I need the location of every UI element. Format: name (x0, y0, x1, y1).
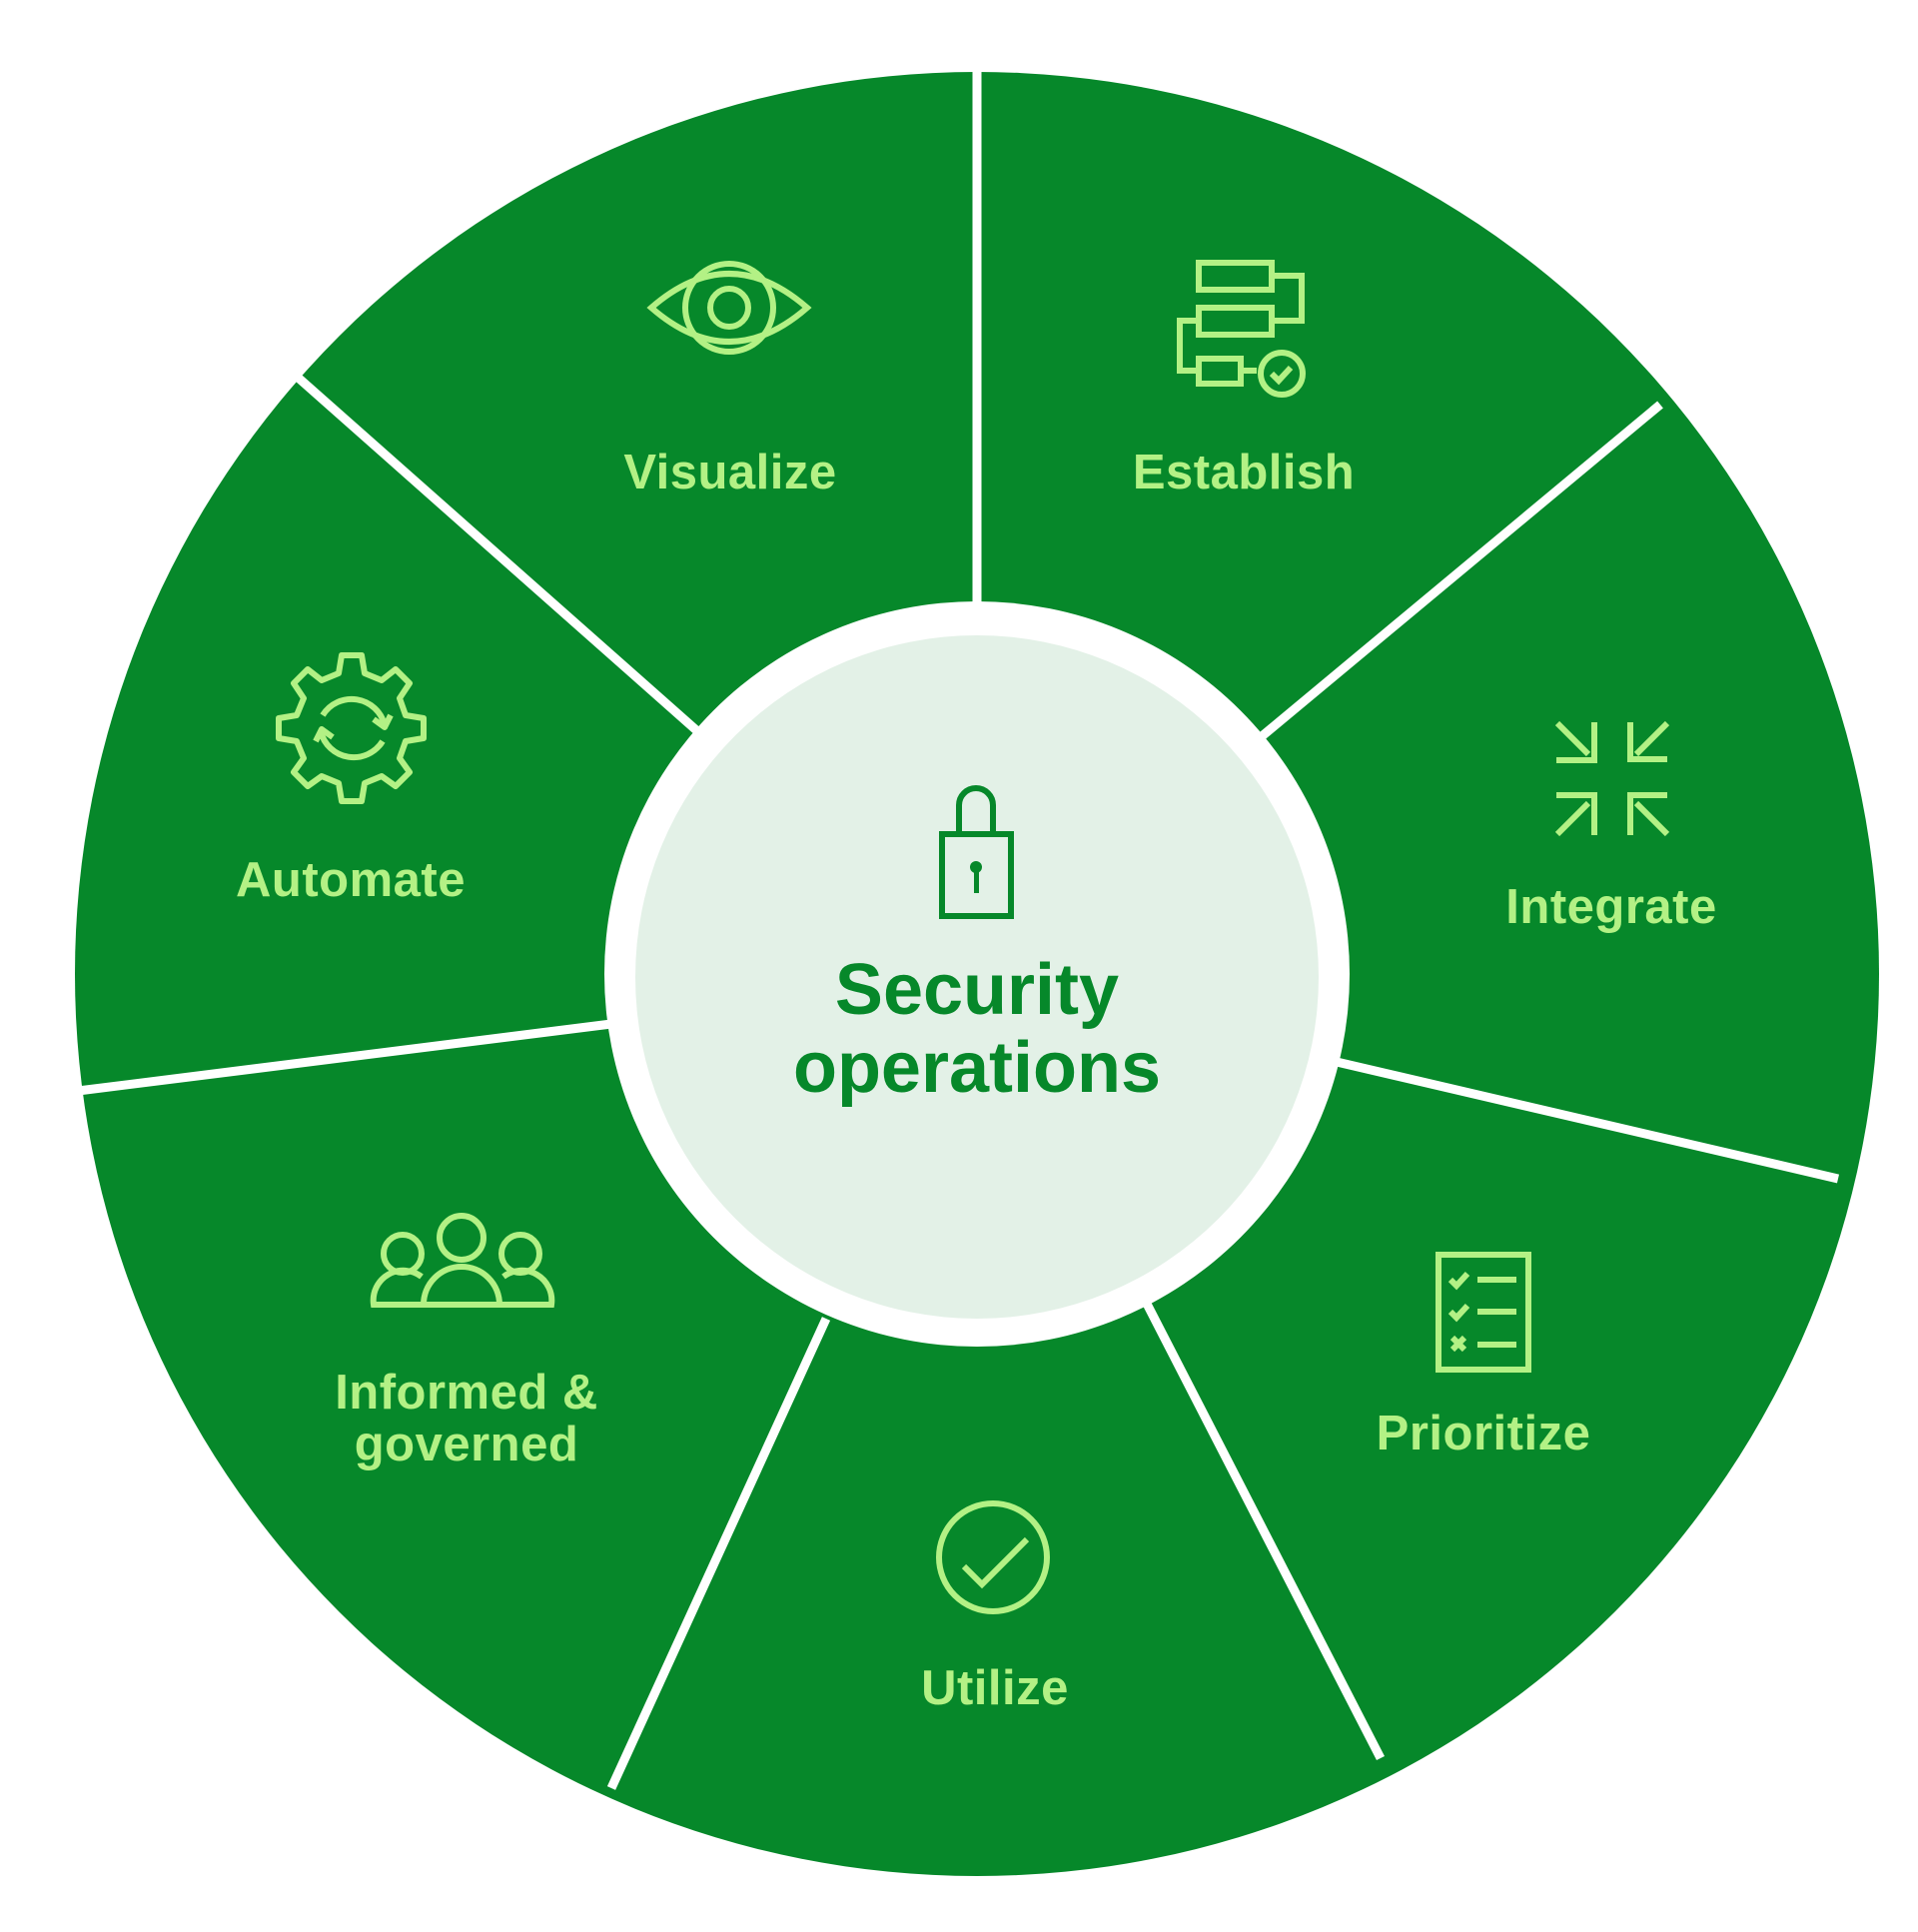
center-title-line2: operations (792, 1028, 1162, 1108)
gear-sync-icon (276, 652, 427, 804)
workflow-check-icon (1177, 260, 1306, 398)
arrows-inward-icon (1554, 720, 1670, 837)
check-circle-icon (936, 1500, 1050, 1614)
segment-label-automate: Automate (236, 853, 466, 907)
eye-icon (646, 261, 812, 355)
segment-dividers (77, 60, 1840, 1790)
center-title: Security operations (793, 951, 1161, 1107)
center-title-line1: Security (834, 950, 1120, 1030)
people-group-icon (370, 1213, 555, 1308)
center-disc (635, 635, 1319, 1319)
segment-label-prioritize: Prioritize (1376, 1407, 1591, 1460)
checklist-icon (1436, 1252, 1531, 1373)
padlock-icon (939, 785, 1014, 919)
segment-label-line2: governed (354, 1418, 579, 1471)
segment-label-integrate: Integrate (1505, 880, 1717, 934)
segment-label-informed-governed: Informed & governed (335, 1367, 598, 1470)
segment-label-visualize: Visualize (623, 446, 837, 499)
segment-label-utilize: Utilize (921, 1661, 1069, 1715)
keyhole-icon (970, 861, 982, 893)
segment-label-establish: Establish (1132, 446, 1356, 499)
segment-label-line1: Informed & (335, 1366, 598, 1420)
